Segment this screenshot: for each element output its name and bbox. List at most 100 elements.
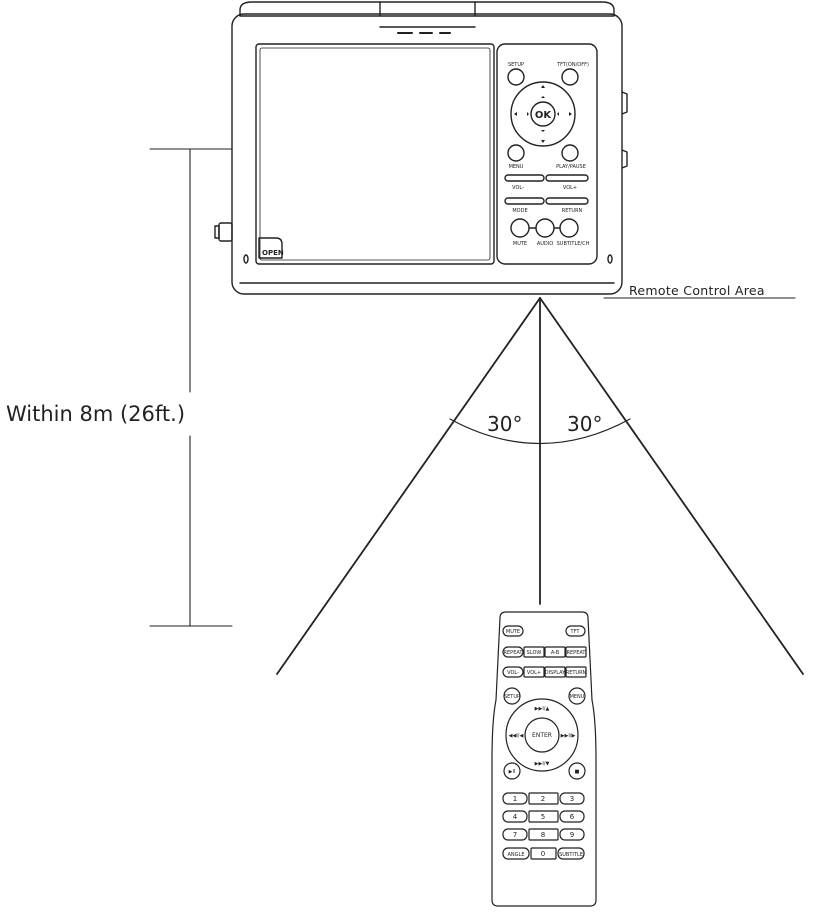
remote-key-label: 2	[541, 795, 545, 803]
remote-repeat-button[interactable]	[502, 646, 524, 658]
remote-key-label: 7	[513, 831, 517, 839]
tft-button[interactable]	[561, 68, 579, 86]
setup-label: SETUP	[508, 62, 524, 68]
return-label: RETURN	[562, 208, 583, 214]
remote-enter-button[interactable]	[524, 717, 560, 753]
vol-minus-button[interactable]	[504, 174, 545, 182]
dimension-bracket	[149, 148, 233, 627]
remote-control	[491, 611, 597, 907]
remote-key-label: 1	[513, 795, 517, 803]
remote-play-pause-label: ▶II	[509, 769, 516, 775]
ok-label: OK	[535, 110, 553, 121]
remote-key-5[interactable]	[528, 810, 559, 823]
setup-button[interactable]	[507, 68, 525, 86]
remote-mute-button[interactable]	[502, 625, 524, 637]
audio-button[interactable]	[535, 218, 555, 238]
distance-label: Within 8m (26ft.)	[6, 402, 185, 426]
angle-right-label: 30°	[567, 412, 602, 436]
remote-key-4[interactable]	[502, 810, 528, 823]
remote-enter-label: ENTER	[532, 732, 552, 739]
vol-plus-label: VOL+	[563, 185, 577, 191]
remote-key-label: 6	[570, 813, 575, 821]
player-lid	[239, 1, 615, 17]
remote-nav-ring[interactable]	[505, 698, 579, 772]
return-button[interactable]	[545, 197, 589, 205]
vol-plus-button[interactable]	[545, 174, 589, 182]
remote-row2-label-2: A-B	[551, 650, 560, 656]
remote-nav-right-label: ▶▶I/▶	[561, 733, 576, 739]
remote-setup-label: SETUP	[504, 694, 520, 700]
portable-player	[214, 1, 628, 295]
remote-row3-label-3: RETURN	[566, 670, 587, 676]
remote-nav-left-label: ◀◀I/◀	[509, 733, 524, 739]
remote-key-7[interactable]	[502, 828, 528, 841]
remote-ab-button[interactable]	[544, 646, 566, 658]
angle-left-label: 30°	[487, 412, 522, 436]
remote-key-1[interactable]	[502, 792, 528, 805]
play-pause-label: PLAY/PAUSE	[556, 164, 586, 170]
remote-setup-button[interactable]	[503, 687, 521, 705]
vol-minus-label: VOL-	[512, 185, 524, 191]
remote-angle-key[interactable]	[502, 847, 530, 860]
player-screen	[255, 43, 495, 265]
remote-key-2[interactable]	[528, 792, 559, 805]
mute-button[interactable]	[510, 218, 530, 238]
remote-tft-button[interactable]	[565, 625, 586, 637]
remote-key-label: 0	[541, 850, 545, 858]
remote-key-0[interactable]	[530, 847, 557, 860]
remote-key-label: 3	[570, 795, 574, 803]
range-lines	[276, 297, 804, 675]
remote-mute-label: MUTE	[506, 629, 520, 635]
remote-return-button[interactable]	[565, 666, 587, 678]
player-body	[231, 13, 623, 295]
subtitle-ch-button[interactable]	[559, 218, 579, 238]
ok-button[interactable]	[530, 101, 556, 127]
remote-row3-label-2: DISPLAY	[545, 670, 566, 676]
remote-key-label: 4	[513, 813, 518, 821]
remote-key-label: 9	[570, 831, 574, 839]
remote-body	[491, 611, 597, 907]
remote-key-label: 8	[541, 831, 545, 839]
range-line-right	[539, 297, 804, 675]
remote-key-label: SUBTITLE	[559, 852, 583, 858]
range-line-left	[276, 297, 541, 675]
remote-row2-label-3: REPEAT	[567, 650, 587, 656]
remote-play-pause-button[interactable]	[503, 762, 521, 780]
remote-subtitle-key[interactable]	[557, 847, 585, 860]
remote-area-label: Remote Control Area	[629, 283, 765, 298]
remote-display-button[interactable]	[544, 666, 566, 678]
remote-key-6[interactable]	[559, 810, 585, 823]
remote-vol-plus-button[interactable]	[523, 666, 545, 678]
remote-repeat2-button[interactable]	[565, 646, 587, 658]
remote-key-label: 5	[541, 813, 545, 821]
subtitle-ch-label: SUBTITLE/CH	[557, 241, 590, 247]
remote-menu-label: MENU	[570, 694, 585, 700]
open-tab	[258, 237, 283, 259]
open-label: OPEN	[262, 249, 284, 257]
nav-ring[interactable]	[510, 81, 576, 147]
remote-key-9[interactable]	[559, 828, 585, 841]
remote-tft-label: TFT	[570, 629, 581, 635]
remote-vol-minus-button[interactable]	[502, 666, 524, 678]
remote-key-label: ANGLE	[508, 852, 525, 858]
remote-menu-button[interactable]	[568, 687, 586, 705]
remote-nav-down-label: ▶▶I/▼	[535, 761, 550, 767]
remote-row3-label-1: VOL+	[527, 670, 541, 676]
remote-key-3[interactable]	[559, 792, 585, 805]
tft-label: TFT(ON/OFF)	[556, 62, 589, 68]
mute-label: MUTE	[513, 241, 527, 247]
play-pause-button[interactable]	[561, 144, 579, 162]
remote-slow-button[interactable]	[523, 646, 545, 658]
menu-label: MENU	[509, 164, 524, 170]
mode-button[interactable]	[504, 197, 545, 205]
remote-row2-label-0: REPEAT	[504, 650, 524, 656]
remote-key-8[interactable]	[528, 828, 559, 841]
audio-label: AUDIO	[537, 241, 553, 247]
remote-nav-up-label: ▶▶I/▲	[535, 706, 550, 712]
remote-row3-label-0: VOL-	[507, 670, 519, 676]
menu-button[interactable]	[507, 144, 525, 162]
remote-stop-button[interactable]	[568, 762, 586, 780]
remote-stop-label: ■	[575, 769, 580, 775]
